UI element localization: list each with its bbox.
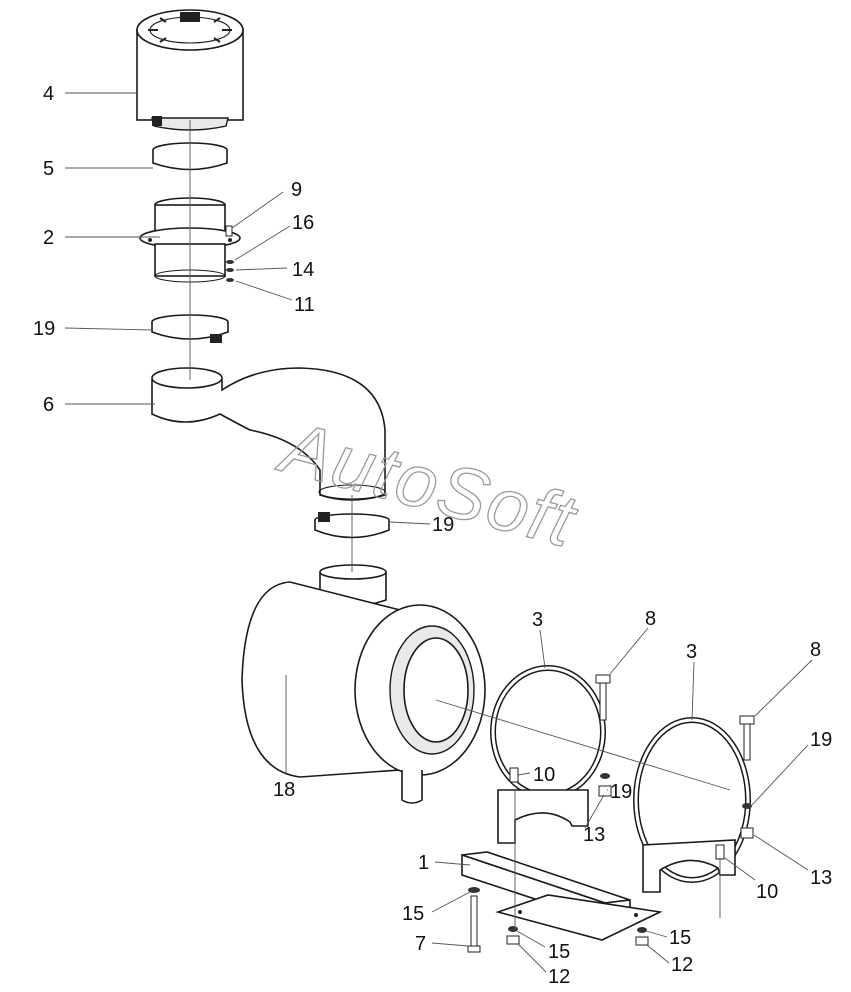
callout-4: 4: [43, 83, 54, 105]
callout-2: 2: [43, 227, 54, 249]
callout-15-middle: 15: [548, 941, 570, 963]
callout-labels: 4 5 9 2 16 14 11 19 6 19 3 8 3 8 19 10 1…: [33, 83, 832, 988]
callout-14: 14: [292, 259, 314, 281]
watermark: AutoSoft: [270, 404, 586, 563]
callout-11: 11: [294, 294, 315, 316]
assembly-axes: [189, 120, 731, 930]
callout-15-left: 15: [402, 903, 424, 925]
callout-6: 6: [43, 394, 54, 416]
callout-19-lower: 19: [610, 781, 632, 803]
callout-19-right: 19: [810, 729, 832, 751]
callout-19-upper: 19: [33, 318, 55, 340]
bolt-part-9: [225, 225, 233, 237]
callout-10-left: 10: [533, 764, 555, 786]
nuts-washers-parts-15-12: [506, 926, 649, 946]
elbow-pipe-part-6: [151, 367, 386, 501]
callout-3-left: 3: [532, 609, 543, 631]
callout-7: 7: [415, 933, 426, 955]
callout-1: 1: [418, 852, 429, 874]
bracket-part-3-right: [633, 715, 755, 893]
callout-5: 5: [43, 158, 54, 180]
bracket-part-3-left: [490, 665, 612, 844]
callout-12-left: 12: [548, 966, 570, 988]
callout-13-left: 13: [583, 824, 605, 846]
callout-3-right: 3: [686, 641, 697, 663]
washers-parts-16-14-11: [226, 260, 234, 282]
callout-8-left: 8: [645, 608, 656, 630]
callout-16: 16: [292, 212, 314, 234]
callout-19-middle: 19: [432, 514, 454, 536]
mounting-rail-part-1: [461, 851, 663, 941]
callout-9: 9: [291, 179, 302, 201]
filter-housing-part-18: [241, 564, 486, 804]
callout-10-right: 10: [756, 881, 778, 903]
callout-18: 18: [273, 779, 295, 801]
leader-lines: [64, 92, 813, 973]
callout-8-right: 8: [810, 639, 821, 661]
bolt-part-7: [467, 887, 481, 953]
callout-13-right: 13: [810, 867, 832, 889]
callout-12-right: 12: [671, 954, 693, 976]
filter-cap-part-4: [136, 9, 244, 131]
callout-15-right: 15: [669, 927, 691, 949]
